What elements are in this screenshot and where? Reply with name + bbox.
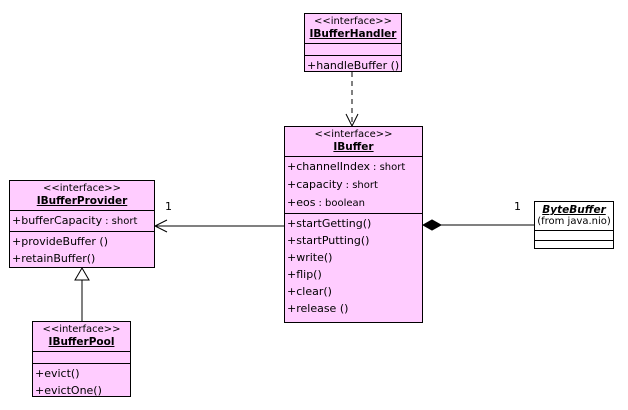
attribute-name: +channelIndex bbox=[287, 160, 371, 173]
class-header: <<interface>> IBuffer bbox=[285, 127, 422, 156]
operation: +evict() bbox=[35, 367, 80, 380]
attribute-name: +bufferCapacity bbox=[12, 214, 103, 227]
attributes-section: +channelIndex: short +capacity: short +e… bbox=[285, 156, 422, 213]
stereotype-label: <<interface>> bbox=[42, 183, 122, 194]
composition-diamond bbox=[421, 219, 443, 231]
attribute-name: +eos bbox=[287, 196, 316, 209]
class-bytebuffer[interactable]: ByteBuffer (from java.nio) bbox=[534, 201, 614, 249]
multiplicity-provider: 1 bbox=[165, 200, 172, 213]
class-header: <<interface>> IBufferProvider bbox=[10, 181, 154, 210]
attribute: +eos: boolean bbox=[287, 194, 422, 212]
class-ibuffer[interactable]: <<interface>> IBuffer +channelIndex: sho… bbox=[284, 126, 423, 323]
attribute: +bufferCapacity: short bbox=[12, 212, 154, 230]
class-name: IBufferProvider bbox=[36, 195, 128, 207]
operations-section: +startGetting() +startPutting() +write()… bbox=[285, 213, 422, 318]
operations-section bbox=[535, 240, 613, 250]
operation: +startGetting() bbox=[287, 217, 372, 230]
class-name: ByteBuffer bbox=[542, 204, 606, 216]
attributes-section bbox=[33, 351, 130, 363]
attribute-type: : short bbox=[345, 180, 378, 191]
attribute-name: +capacity bbox=[287, 178, 343, 191]
stereotype-label: <<interface>> bbox=[314, 129, 393, 140]
operation: +evictOne() bbox=[35, 384, 102, 397]
operation: +provideBuffer () bbox=[12, 235, 108, 248]
attributes-section: +bufferCapacity: short bbox=[10, 210, 154, 231]
class-ibufferpool[interactable]: <<interface>> IBufferPool +evict() +evic… bbox=[32, 321, 131, 397]
class-header: <<interface>> IBufferHandler bbox=[305, 14, 401, 43]
operation: +write() bbox=[287, 251, 333, 264]
stereotype-label: <<interface>> bbox=[42, 324, 121, 335]
attribute-type: : short bbox=[373, 162, 406, 173]
class-header: <<interface>> IBufferPool bbox=[33, 322, 130, 351]
operation: +handleBuffer () bbox=[307, 59, 400, 72]
operations-section: +evict() +evictOne() bbox=[33, 363, 130, 400]
association-arrowhead bbox=[153, 219, 168, 233]
stereotype-label: <<interface>> bbox=[313, 16, 393, 27]
generalization-triangle bbox=[74, 267, 90, 281]
class-ibufferhandler[interactable]: <<interface>> IBufferHandler +handleBuff… bbox=[304, 13, 402, 72]
operation: +flip() bbox=[287, 268, 322, 281]
attributes-section bbox=[535, 230, 613, 240]
attribute-type: : boolean bbox=[318, 198, 365, 209]
attribute: +capacity: short bbox=[287, 176, 422, 194]
package-label: (from java.nio) bbox=[537, 216, 611, 227]
class-ibufferprovider[interactable]: <<interface>> IBufferProvider +bufferCap… bbox=[9, 180, 155, 268]
attribute: +channelIndex: short bbox=[287, 158, 422, 176]
operations-section: +provideBuffer () +retainBuffer() bbox=[10, 231, 154, 268]
operations-section: +handleBuffer () bbox=[305, 55, 401, 75]
multiplicity-bytebuffer: 1 bbox=[514, 200, 521, 213]
operation: +clear() bbox=[287, 285, 332, 298]
operation: +retainBuffer() bbox=[12, 252, 96, 265]
class-name: IBufferPool bbox=[48, 336, 115, 348]
attributes-section bbox=[305, 43, 401, 55]
operation: +release () bbox=[287, 302, 349, 315]
class-name: IBuffer bbox=[333, 141, 374, 153]
class-name: IBufferHandler bbox=[309, 28, 397, 40]
class-header: ByteBuffer (from java.nio) bbox=[535, 202, 613, 230]
attribute-type: : short bbox=[105, 216, 138, 227]
operation: +startPutting() bbox=[287, 234, 370, 247]
